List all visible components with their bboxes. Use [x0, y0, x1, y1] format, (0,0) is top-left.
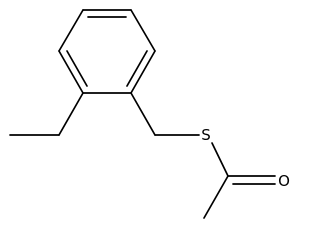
ethyl-group — [9, 92, 84, 136]
ring-bond-top-right — [130, 9, 156, 52]
ring-bond-bottom-right — [130, 50, 156, 94]
ring-bond-top-left — [58, 9, 84, 52]
acetyl-methyl-bond — [203, 175, 229, 219]
thioacetate-chain — [130, 92, 276, 219]
sulfur-carbonyl-bond — [211, 142, 229, 177]
sulfur-atom-label: S — [201, 126, 211, 144]
ring-bond-bottom-left — [58, 50, 84, 94]
benzyl-bond — [130, 92, 156, 136]
ring-inner-double-right — [126, 50, 148, 87]
ethyl-bond-1 — [58, 92, 84, 136]
molecule-structure: S O — [9, 9, 290, 219]
oxygen-atom-label: O — [278, 172, 290, 190]
benzene-ring — [58, 9, 156, 94]
ring-inner-double-left — [66, 50, 88, 87]
